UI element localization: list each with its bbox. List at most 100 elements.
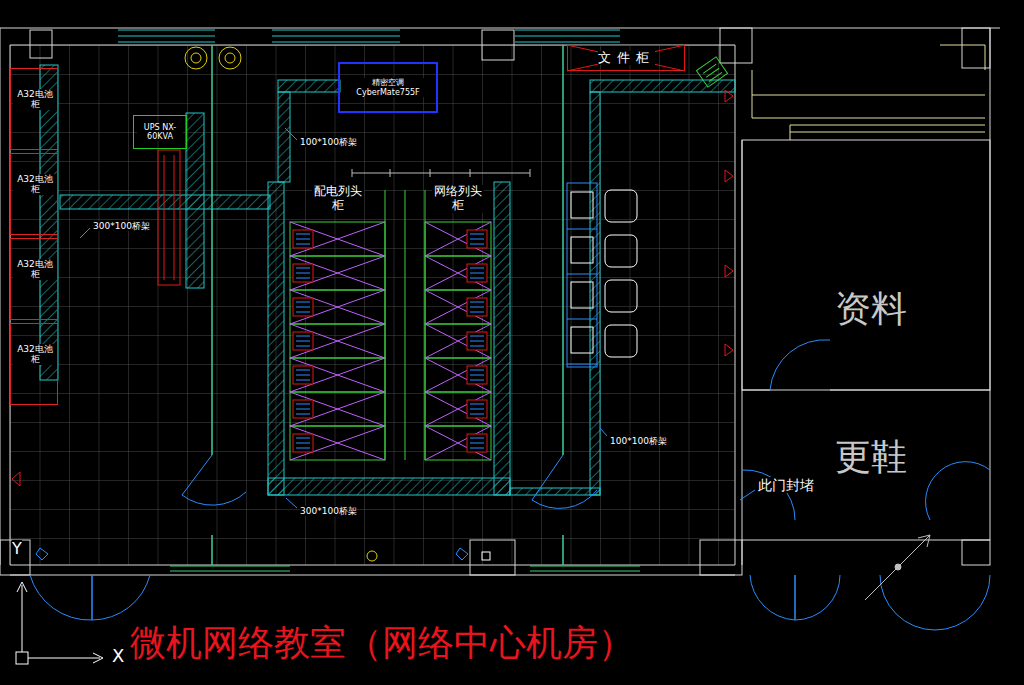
cable-trays [212, 45, 563, 565]
rack [290, 358, 385, 392]
rack-cross [290, 256, 385, 290]
rack [425, 256, 491, 290]
node-text: A32电池柜 [13, 89, 57, 110]
rack-cross [290, 426, 385, 460]
chair [605, 280, 637, 312]
rack-icon [293, 264, 313, 282]
rack [290, 290, 385, 324]
rack [425, 392, 491, 426]
rack-icon-lines [470, 336, 484, 346]
rack [425, 290, 491, 324]
room: 资料 [742, 140, 990, 390]
walls [0, 28, 1000, 575]
rack-icon-lines [470, 302, 484, 312]
floor-grid [10, 45, 735, 565]
chair [605, 325, 637, 357]
rack-icon [467, 332, 487, 350]
rack [290, 256, 385, 290]
rack-icon [293, 332, 313, 350]
hatched-walls [40, 65, 735, 495]
air-conditioner: 精密空调 CyberMate755F [338, 62, 438, 113]
rack-cross [290, 290, 385, 324]
rack-cross [425, 290, 491, 324]
windows [118, 30, 620, 42]
rack-cross [425, 222, 491, 256]
node-text: A32电池柜 [13, 174, 57, 195]
rack-row: 网络列头柜 [425, 183, 491, 463]
outlet [482, 552, 490, 560]
ups-distribution-bar [158, 150, 180, 285]
computer [571, 282, 593, 308]
ucs-icon [16, 582, 103, 664]
tray-label: 300*100桥架 [93, 221, 150, 231]
rack-icon [293, 230, 313, 248]
tray-label: 300*100桥架 [300, 506, 357, 516]
node-text: A32电池柜 [13, 259, 57, 280]
drawing-title: 微机网络教室（网络中心机房） [130, 622, 634, 663]
rack-icon-lines [296, 336, 310, 346]
room: 更鞋 [742, 390, 990, 540]
node-text: 网络列头柜 [432, 185, 484, 213]
rack-icon-lines [296, 234, 310, 244]
rack-cross [425, 324, 491, 358]
rack-icon [467, 434, 487, 452]
tray-leaders [80, 128, 755, 508]
desk [567, 183, 597, 367]
node-text: A32电池柜 [13, 344, 57, 365]
battery-cabinet: A32电池柜 [10, 68, 58, 150]
node-text: UPS NX-60KVA [137, 123, 183, 141]
rack-icon [293, 434, 313, 452]
tray-label: 100*100桥架 [610, 436, 667, 446]
rack-icon [467, 366, 487, 384]
rack-icon-lines [296, 370, 310, 380]
axis-label: X [112, 646, 124, 667]
server-racks [290, 190, 491, 460]
rack [290, 426, 385, 460]
cameras [36, 548, 468, 560]
stair-area [752, 45, 985, 140]
rack-cross [290, 392, 385, 426]
rack [290, 324, 385, 358]
rack-icon [293, 298, 313, 316]
axis-label: Y [12, 540, 22, 558]
door-note: 此门封堵 [758, 477, 814, 493]
node-text: 资料 [835, 288, 907, 329]
rack-cross [290, 358, 385, 392]
bottom-windows [170, 566, 640, 571]
markers [12, 90, 733, 486]
rack-icon-lines [470, 404, 484, 414]
battery-cabinet: A32电池柜 [10, 238, 58, 320]
rack-cross [425, 426, 491, 460]
battery-cabinet: A32电池柜 [10, 153, 58, 235]
desk-divider [567, 364, 597, 365]
rack-icon-lines [470, 268, 484, 278]
ups-box: UPS NX-60KVA [133, 115, 187, 149]
node-text: 文件柜 [598, 51, 655, 66]
rack [425, 426, 491, 460]
rack-cross [425, 358, 491, 392]
rack-icon-lines [470, 438, 484, 448]
aisle-lines [385, 190, 425, 460]
rack-icon [467, 264, 487, 282]
computer [571, 237, 593, 263]
doors [30, 340, 990, 630]
rack [425, 358, 491, 392]
rack-icon [467, 230, 487, 248]
rack-icon [467, 400, 487, 418]
rack [290, 222, 385, 256]
chair [605, 190, 637, 222]
rack-icon-lines [296, 404, 310, 414]
rack-icon-lines [296, 268, 310, 278]
printer-icon [696, 57, 727, 87]
chair [605, 235, 637, 267]
workstations [567, 183, 637, 367]
rack-cross [425, 256, 491, 290]
node-text: 配电列头柜 [312, 185, 364, 213]
rack-cross [290, 324, 385, 358]
fire-extinguishers [185, 47, 377, 561]
file-cabinet-cross [567, 45, 685, 71]
rack-icon-lines [296, 302, 310, 312]
rack-cross [290, 222, 385, 256]
rack-icon [293, 366, 313, 384]
